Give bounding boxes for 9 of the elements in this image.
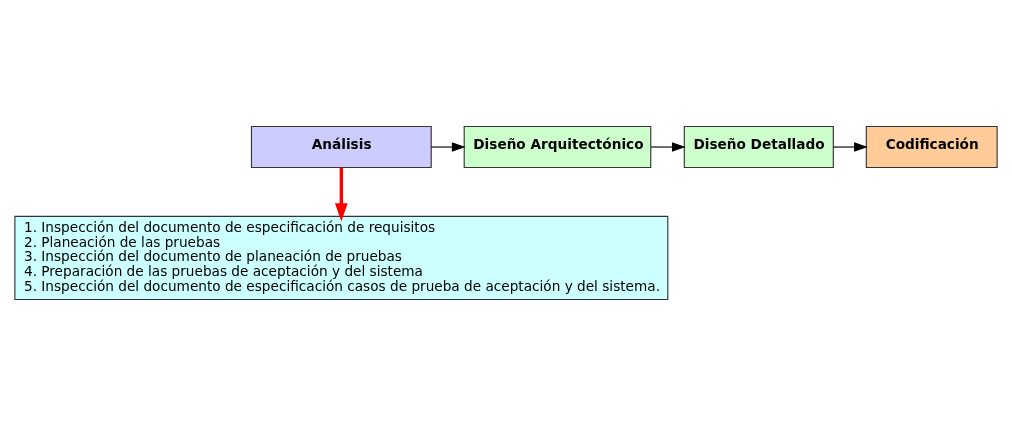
node-box: 1. Inspección del documento de especificación de requisitos 2. Planeación de las pruebas 3. Inspección del documento de planeación de pruebas 4. Preparación de las pruebas de aceptación y del sistema 5. Inspección del documento de especificación casos de prueba de aceptación y del sistema.: [14, 215, 669, 300]
node-box: Análisis: [250, 126, 432, 169]
node-box: Diseño Arquitectónico: [463, 126, 652, 169]
arrow: [430, 142, 466, 152]
node-box: Codificación: [865, 126, 998, 169]
arrow: [334, 167, 348, 222]
arrow: [832, 142, 868, 152]
node-box: Diseño Detallado: [683, 126, 834, 169]
arrow: [650, 142, 686, 152]
